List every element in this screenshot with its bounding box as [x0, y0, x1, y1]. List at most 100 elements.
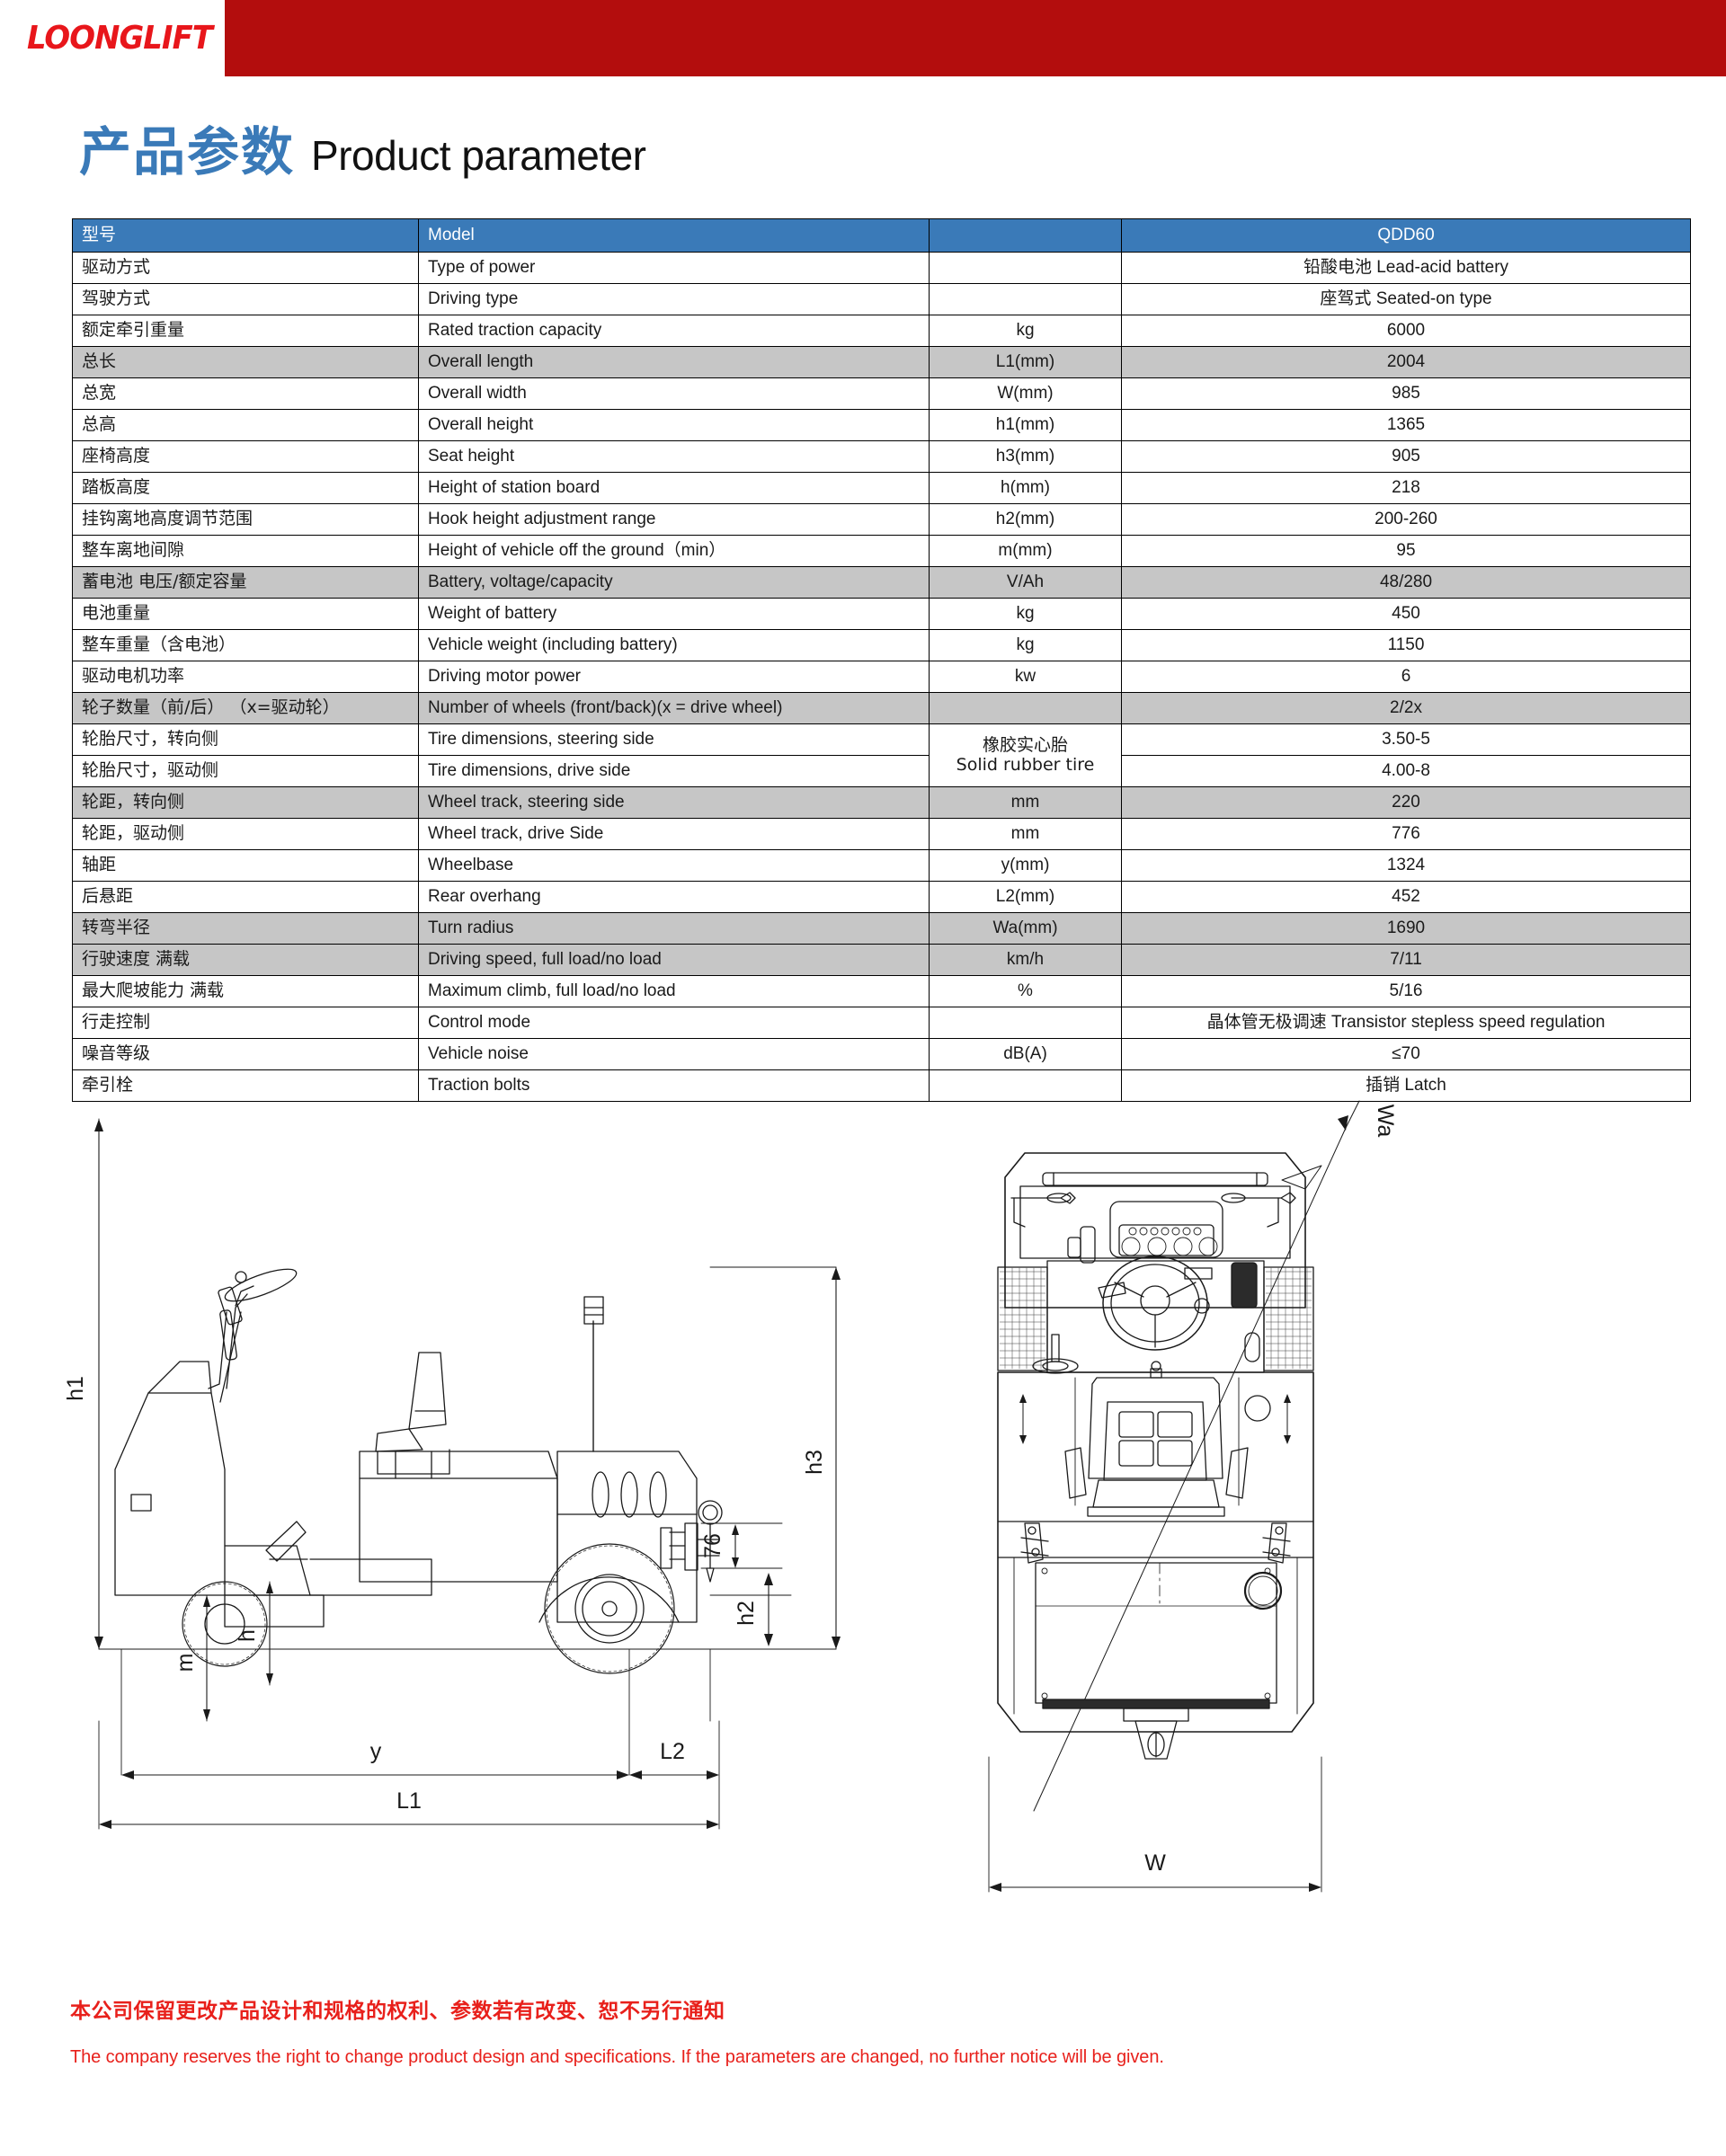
row-unit: L2(mm) — [929, 881, 1122, 913]
label-h3: h3 — [802, 1450, 827, 1475]
row-label-en: Vehicle weight (including battery) — [418, 629, 930, 661]
row-unit: kg — [929, 598, 1122, 630]
row-label-en: Rated traction capacity — [418, 315, 930, 347]
label-Wa: Wa — [1373, 1105, 1398, 1138]
header-logo-area: LOONGLIFT — [0, 0, 225, 76]
row-label-en: Driving speed, full load/no load — [418, 944, 930, 976]
row-value: 1324 — [1121, 849, 1691, 882]
row-unit: h(mm) — [929, 472, 1122, 504]
row-value: 插销 Latch — [1121, 1069, 1691, 1102]
dim-m — [203, 1595, 210, 1721]
row-unit: y(mm) — [929, 849, 1122, 882]
row-value: 220 — [1121, 786, 1691, 819]
row-value: 4.00-8 — [1121, 755, 1691, 787]
row-value: 450 — [1121, 598, 1691, 630]
row-label-en: Driving type — [418, 283, 930, 315]
row-label-cn: 驱动方式 — [72, 252, 419, 284]
row-label-en: Hook height adjustment range — [418, 503, 930, 536]
header-model-value: QDD60 — [1121, 218, 1691, 253]
row-value: ≤70 — [1121, 1038, 1691, 1070]
header-en: Model — [418, 218, 930, 253]
row-label-cn: 轮胎尺寸，转向侧 — [72, 723, 419, 756]
row-label-en: Battery, voltage/capacity — [418, 566, 930, 599]
row-unit: mm — [929, 818, 1122, 850]
row-unit: L1(mm) — [929, 346, 1122, 378]
row-label-cn: 总宽 — [72, 377, 419, 410]
row-label-en: Wheelbase — [418, 849, 930, 882]
label-h: h — [235, 1629, 260, 1642]
row-label-en: Turn radius — [418, 912, 930, 945]
label-m: m — [173, 1654, 198, 1672]
row-unit: h1(mm) — [929, 409, 1122, 441]
label-h1: h1 — [63, 1376, 88, 1401]
label-L1: L1 — [396, 1788, 422, 1814]
table-row: 整车重量（含电池）Vehicle weight (including batte… — [72, 629, 1691, 661]
row-value: 95 — [1121, 535, 1691, 567]
page-title-cn: 产品参数 — [79, 121, 296, 182]
row-label-cn: 蓄电池 电压/额定容量 — [72, 566, 419, 599]
row-label-en: Driving motor power — [418, 661, 930, 693]
row-unit — [929, 692, 1122, 724]
row-value: 座驾式 Seated-on type — [1121, 283, 1691, 315]
row-value: 218 — [1121, 472, 1691, 504]
row-label-cn: 轮距，驱动侧 — [72, 818, 419, 850]
row-label-en: Seat height — [418, 440, 930, 473]
dim-L1 — [98, 1720, 720, 1830]
row-unit: kg — [929, 629, 1122, 661]
row-label-cn: 行驶速度 满载 — [72, 944, 419, 976]
row-value: 2/2x — [1121, 692, 1691, 724]
table-row: 轮子数量（前/后） （x=驱动轮）Number of wheels (front… — [72, 692, 1691, 724]
row-value: 776 — [1121, 818, 1691, 850]
loonglift-logo: LOONGLIFT — [27, 20, 213, 57]
dim-W — [989, 1883, 1321, 1892]
row-unit: h2(mm) — [929, 503, 1122, 536]
row-value: 985 — [1121, 377, 1691, 410]
row-value: 5/16 — [1121, 975, 1691, 1007]
row-unit: Wa(mm) — [929, 912, 1122, 945]
row-unit: mm — [929, 786, 1122, 819]
row-unit: km/h — [929, 944, 1122, 976]
row-value: 7/11 — [1121, 944, 1691, 976]
row-unit — [929, 283, 1122, 315]
row-unit: kw — [929, 661, 1122, 693]
row-value: 铅酸电池 Lead-acid battery — [1121, 252, 1691, 284]
row-unit: V/Ah — [929, 566, 1122, 599]
row-label-cn: 整车重量（含电池） — [72, 629, 419, 661]
label-76: 76 — [700, 1533, 725, 1558]
row-label-en: Number of wheels (front/back)(x = drive … — [418, 692, 930, 724]
row-label-cn: 总长 — [72, 346, 419, 378]
row-label-cn: 挂钩离地高度调节范围 — [72, 503, 419, 536]
row-label-cn: 电池重量 — [72, 598, 419, 630]
dim-y — [121, 1770, 629, 1779]
row-unit: W(mm) — [929, 377, 1122, 410]
row-label-en: Tire dimensions, steering side — [418, 723, 930, 756]
footer-disclaimer-en: The company reserves the right to change… — [70, 2047, 1164, 2067]
row-label-cn: 轴距 — [72, 849, 419, 882]
row-value: 3.50-5 — [1121, 723, 1691, 756]
row-label-en: Wheel track, steering side — [418, 786, 930, 819]
row-label-cn: 牵引栓 — [72, 1069, 419, 1102]
label-L2: L2 — [660, 1739, 685, 1764]
row-value: 2004 — [1121, 346, 1691, 378]
row-label-en: Height of station board — [418, 472, 930, 504]
row-label-cn: 踏板高度 — [72, 472, 419, 504]
row-unit: dB(A) — [929, 1038, 1122, 1070]
side-view-drawing — [94, 1118, 841, 1830]
label-h2: h2 — [734, 1601, 759, 1626]
row-value: 6000 — [1121, 315, 1691, 347]
row-label-cn: 最大爬坡能力 满载 — [72, 975, 419, 1007]
